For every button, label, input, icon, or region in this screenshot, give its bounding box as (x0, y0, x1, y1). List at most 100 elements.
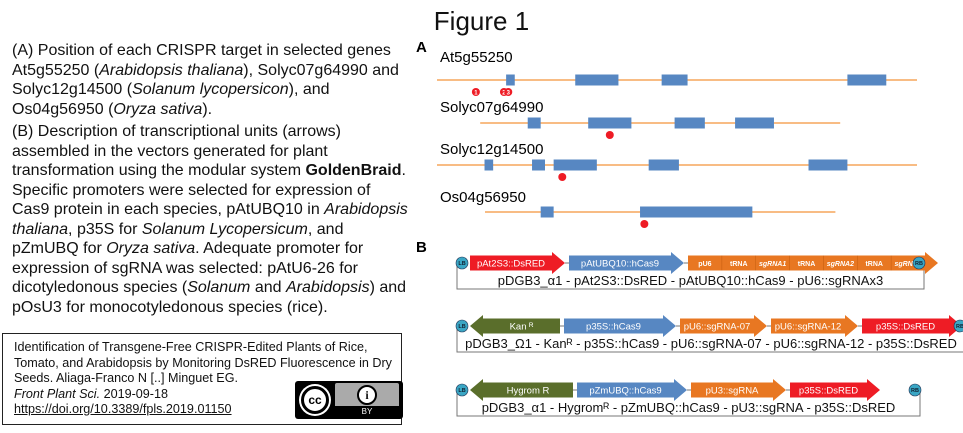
exon (588, 117, 632, 129)
cc-by-license-badge: cc i BY (295, 381, 403, 419)
exon (735, 117, 774, 129)
transcriptional-unit-arrow (680, 315, 767, 337)
exon (808, 159, 848, 171)
panel-a-label: A (416, 39, 427, 56)
transcriptional-unit-arrow (577, 379, 687, 401)
gene-name: Os04g56950 (440, 189, 526, 206)
transcriptional-unit-arrow (862, 315, 962, 337)
rb-border-icon (953, 319, 963, 333)
citation-box: Identification of Transgene-Free CRISPR-… (2, 333, 403, 425)
description-a-segment: Arabidopsis thaliana (99, 61, 244, 79)
description-a-segment: ), and Os04g56950 ( (12, 81, 330, 118)
transcriptional-unit-arrow (790, 379, 880, 401)
construct-caption: pDGB3_Ω1 - Kanᴿ - p35S::hCas9 - pU6::sgR… (465, 336, 957, 351)
lb-border-icon (455, 383, 469, 397)
description-b-segment: (B) Description of transcriptional units… (12, 123, 341, 179)
description-b-segment: . Adequate promoter for expression of sg… (12, 240, 364, 296)
doi-link[interactable]: https://doi.org/10.3389/fpls.2019.01150 (14, 402, 232, 416)
target-number: 2 (502, 91, 506, 97)
exon (506, 74, 515, 86)
unit-label: Hygrom R (507, 386, 550, 397)
exon (640, 206, 753, 218)
description-panel-a: (A) Position of each CRISPR target in se… (12, 41, 412, 119)
unit-label: pU3::sgRNA (706, 386, 759, 397)
gene-name: Solyc12g14500 (440, 141, 543, 158)
exon (575, 74, 619, 86)
gene-Solyc12g14500: Solyc12g14500 (437, 141, 917, 181)
transcriptional-unit-arrow (771, 315, 858, 337)
gene-name: At5g55250 (440, 49, 513, 66)
unit-label: pU6::sgRNA-12 (775, 322, 842, 333)
transcriptional-unit-arrow (691, 379, 786, 401)
crispr-target-marker (471, 88, 480, 96)
exon (532, 159, 545, 171)
unit-label: p35S::DsRED (799, 386, 858, 397)
citation-text: Identification of Transgene-Free CRISPR-… (14, 340, 392, 385)
panel-b-label: B (416, 239, 427, 256)
exon (661, 74, 688, 86)
unit-label: p35S::hCas9 (586, 322, 641, 333)
unit-segment-label: tRNA (730, 261, 748, 268)
cc-by-label: BY (335, 406, 399, 417)
figure-title: Figure 1 (0, 6, 963, 36)
description-b-segment: Solanum Lycopersicum (141, 220, 308, 238)
description-b-segment: , and pZmUBQ for (12, 220, 344, 258)
citation-date: 2019-09-18 (103, 386, 169, 401)
unit-segment-label: tRNA (798, 261, 816, 268)
exon (553, 159, 597, 171)
description-b-segment: Oryza sativa (106, 240, 196, 257)
transcriptional-unit-arrow (470, 252, 565, 274)
rb-label: RB (911, 388, 919, 394)
exon (847, 74, 887, 86)
rb-border-icon (908, 383, 922, 397)
gene-Os04g56950: Os04g56950 (440, 189, 836, 228)
lb-label: LB (458, 324, 465, 330)
transcriptional-unit-arrow (569, 252, 684, 274)
unit-segment-label: sgRNA2 (827, 261, 854, 268)
description-b-segment: Arabidopsis (285, 279, 370, 296)
unit-segment-label: pU6 (698, 261, 711, 268)
unit-label: Kan ᴿ (510, 322, 535, 333)
construct-caption: pDGB3_α1 - pAt2S3::DsRED - pAtUBQ10::hCa… (498, 273, 883, 288)
description-a-segment: ). (202, 100, 213, 118)
unit-label: p35S::DsRED (876, 322, 935, 333)
transcriptional-unit-arrow (470, 315, 560, 337)
gene-name: Solyc07g64990 (440, 99, 543, 116)
transcriptional-unit-arrow (564, 315, 676, 337)
rb-label: RB (915, 261, 923, 267)
unit-label: pZmUBQ::hCas9 (589, 386, 661, 397)
exon (540, 206, 554, 218)
unit-label: pAt2S3::DsRED (477, 259, 545, 270)
exon (527, 117, 541, 129)
description-b-segment: Arabidopsis thaliana (12, 201, 408, 238)
crispr-target-marker (504, 88, 513, 96)
unit-label: pU6::sgRNA-07 (684, 322, 751, 333)
description-b-segment: GoldenBraid (305, 162, 402, 179)
exon (484, 159, 494, 171)
description-a-segment: Oryza sativa (113, 100, 203, 118)
gene-Solyc07g64990: Solyc07g64990 (440, 99, 841, 139)
lb-border-icon (455, 319, 469, 333)
description-panel-b: (B) Description of transcriptional units… (12, 122, 412, 317)
rb-label: RB (956, 324, 963, 330)
description-b-segment: . Specific promoters were selected for e… (12, 162, 406, 218)
description-a-segment: Solanum lycopersicon (132, 81, 289, 98)
target-number: 1 (474, 91, 478, 97)
attribution-person-icon: i (357, 385, 377, 405)
description-a-segment: ), Solyc07g64990 and Solyc12g14500 ( (12, 61, 399, 99)
crispr-target-marker (558, 173, 567, 181)
unit-label: pAtUBQ10::hCas9 (581, 259, 659, 270)
crispr-target-marker (640, 220, 649, 228)
vector-construct: LB Kan ᴿ p35S::hCas9 pU6::sgRNA-07 pU6::sgRN… (455, 315, 963, 353)
unit-segment-label: sgRNA1 (759, 261, 786, 268)
panel-b-vector-diagram: BLB pAt2S3::DsRED pAtUBQ10::hCas9 pU6 tRNA sg… (416, 239, 963, 417)
description-a-segment: (A) Position of each CRISPR target in se… (12, 42, 391, 79)
unit-segment-label: sgRNA3 (894, 261, 921, 268)
exon (674, 117, 705, 129)
rb-border-icon (912, 256, 926, 270)
lb-border-icon (455, 256, 469, 270)
